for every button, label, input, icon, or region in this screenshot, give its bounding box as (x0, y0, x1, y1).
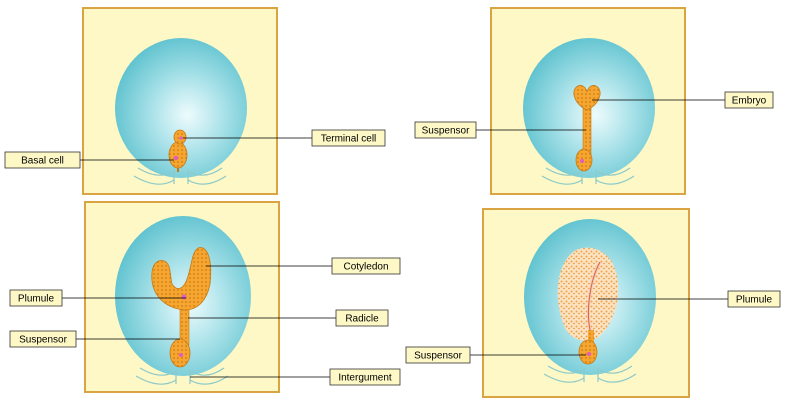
svg-text:Embryo: Embryo (732, 96, 767, 107)
label-suspensor-stage4: Suspensor (405, 346, 471, 364)
nucleus (179, 136, 183, 140)
label-plumule-stage4: Plumule (727, 290, 781, 308)
integument (135, 367, 229, 385)
nucleus (179, 353, 183, 357)
proembryo (168, 129, 188, 172)
integument (133, 167, 227, 185)
label-terminal-cell: Terminal cell (311, 129, 386, 147)
label-radicle: Radicle (335, 309, 389, 327)
label-suspensor-stage2: Suspensor (414, 121, 477, 139)
svg-text:Suspensor: Suspensor (422, 126, 470, 137)
nucleus (587, 352, 591, 356)
integument (541, 167, 635, 185)
suspensor (588, 330, 594, 344)
basal-cell (578, 339, 598, 365)
suspensor (582, 103, 592, 155)
cotyledon-mass (557, 247, 619, 341)
nucleus (173, 155, 179, 161)
svg-text:Suspensor: Suspensor (19, 335, 67, 346)
plumule-axis-line (587, 261, 601, 331)
svg-text:Terminal cell: Terminal cell (321, 134, 377, 145)
label-plumule-stage3: Plumule (9, 289, 63, 307)
label-cotyledon: Cotyledon (331, 257, 401, 275)
mature-embryo (557, 247, 619, 365)
label-basal-cell: Basal cell (4, 151, 81, 169)
svg-text:Plumule: Plumule (18, 294, 55, 305)
stage-panel-4 (470, 208, 728, 398)
heart-embryo (151, 247, 212, 368)
svg-text:Basal cell: Basal cell (21, 156, 64, 167)
label-integument: Intergument (329, 368, 401, 386)
svg-text:Cotyledon: Cotyledon (343, 262, 388, 273)
basal-cell (169, 338, 191, 368)
stage-panel-3 (62, 201, 336, 393)
embryo-head (573, 85, 601, 111)
integument (543, 365, 637, 383)
stage-panel-2 (476, 7, 725, 195)
stage-panel-1 (80, 7, 312, 195)
globular-embryo (573, 85, 601, 172)
label-suspensor-stage3: Suspensor (9, 330, 77, 348)
cotyledon-body (151, 247, 212, 311)
basal-cell (575, 148, 593, 172)
svg-text:Intergument: Intergument (338, 373, 392, 384)
plumule-tip (181, 294, 187, 300)
svg-text:Plumule: Plumule (736, 295, 773, 306)
basal-cell (168, 141, 188, 169)
nucleus (580, 159, 584, 163)
svg-text:Suspensor: Suspensor (414, 351, 462, 362)
svg-text:Radicle: Radicle (345, 314, 379, 325)
labels: Terminal cell Basal cell Embryo Suspenso… (4, 91, 781, 386)
ovule (115, 38, 247, 178)
label-embryo: Embryo (724, 91, 774, 109)
